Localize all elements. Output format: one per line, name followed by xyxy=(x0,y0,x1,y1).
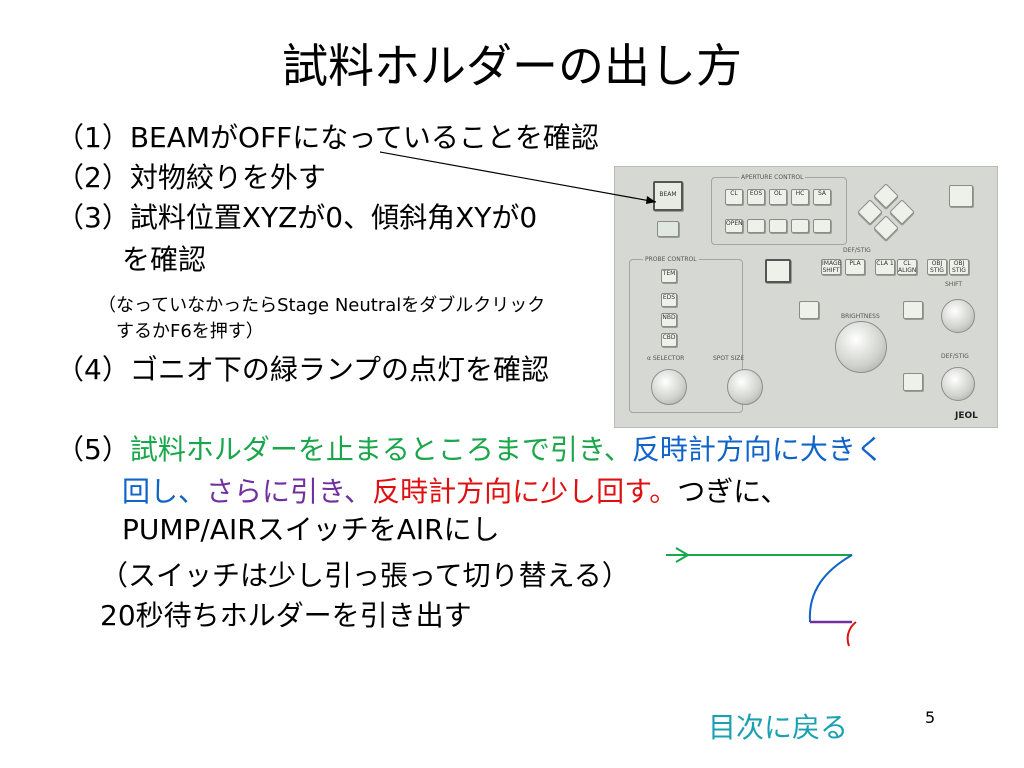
aperture-btn-cl: CL xyxy=(725,189,743,205)
aperture-btn-3 xyxy=(791,219,809,233)
step-5-line-2: 回し、さらに引き、反時計方向に少し回す。つぎに、 xyxy=(122,474,788,510)
def-stig-button xyxy=(903,373,923,391)
brightness-label: BRIGHTNESS xyxy=(841,313,880,320)
pull-arrow-head xyxy=(675,547,690,563)
beam-button: BEAM xyxy=(653,181,683,211)
step-5-red-text: 反時計方向に少し回す。 xyxy=(372,475,678,508)
step-5-line-3: PUMP/AIRスイッチをAIRにし xyxy=(122,513,500,546)
def-stig-label-2: DEF/STIG xyxy=(941,353,969,360)
shift-knob xyxy=(941,299,975,333)
step-5-blue-text-2: 回し、 xyxy=(122,475,207,508)
aperture-btn-eos: EOS xyxy=(747,189,765,205)
shift-button xyxy=(903,301,923,319)
brightness-knob xyxy=(835,321,887,373)
alpha-selector-label: α SELECTOR xyxy=(647,355,685,362)
probe-btn-eds: EDS xyxy=(661,293,677,307)
small-rotation-arc xyxy=(846,621,857,647)
def-stig-label: DEF/STIG xyxy=(843,247,871,254)
def-btn-obj-stig-2: OBJ STIG xyxy=(949,259,969,275)
shift-label: SHIFT xyxy=(945,281,963,288)
slide-title: 試料ホルダーの出し方 xyxy=(282,39,742,93)
def-btn-cl-align: CL ALIGN xyxy=(897,259,917,275)
aperture-btn-1 xyxy=(747,219,765,233)
panel-top-right-button xyxy=(949,185,973,207)
step-5-blue-text-1: 反時計方向に大きく xyxy=(631,433,884,466)
spot-size-knob xyxy=(727,369,763,405)
step-5-black-text-1: つぎに、 xyxy=(677,475,789,508)
page-number: 5 xyxy=(925,708,936,727)
brightness-button xyxy=(799,301,819,319)
probe-btn-cbd: CBD xyxy=(661,333,677,347)
indicator-lamp xyxy=(657,221,679,237)
step-5-line-4: （スイッチは少し引っ張って切り替える） xyxy=(100,559,630,592)
pointer-arrowhead xyxy=(646,196,656,204)
probe-btn-tem: TEM xyxy=(661,269,677,283)
aperture-btn-2 xyxy=(769,219,787,233)
step-2: （2）対物絞りを外す xyxy=(56,161,326,194)
aperture-btn-open: OPEN xyxy=(725,219,743,233)
probe-btn-nbd: NBD xyxy=(661,313,677,327)
step-3: （3）試料位置XYZが0、傾斜角XYが0 xyxy=(56,201,538,234)
aperture-btn-sa: SA xyxy=(813,189,831,205)
def-stig-knob xyxy=(941,367,975,401)
def-btn-image-shift: IMAGE SHIFT xyxy=(821,259,842,275)
probe-control-label: PROBE CONTROL xyxy=(643,256,699,263)
step-4: （4）ゴニオ下の緑ランプの点灯を確認 xyxy=(56,353,549,386)
step-3-note-1: （なっていなかったらStage Neutralをダブルクリック xyxy=(98,295,546,316)
spot-size-label: SPOT SIZE xyxy=(713,355,745,362)
step-5-purple-text: さらに引き、 xyxy=(206,475,373,508)
pointer-line xyxy=(379,151,657,203)
step-3-note-2: するかF6を押す） xyxy=(116,321,264,342)
step-5-line-5: 20秒待ちホルダーを引き出す xyxy=(100,599,472,632)
def-btn-cla1: CLA 1 xyxy=(875,259,895,275)
step-5-green-text: 試料ホルダーを止まるところまで引き、 xyxy=(129,433,632,466)
mode-button xyxy=(765,259,791,283)
step-5-prefix: （5） xyxy=(56,433,130,466)
step-5-line-1: （5）試料ホルダーを止まるところまで引き、反時計方向に大きく xyxy=(56,432,884,468)
large-rotation-arc xyxy=(808,554,853,623)
aperture-btn-hc: HC xyxy=(791,189,809,205)
step-3-cont: を確認 xyxy=(122,243,207,276)
def-btn-pla: PLA xyxy=(845,259,865,275)
control-panel-image: BEAM APERTURE CONTROL CL EOS OL HC SA OP… xyxy=(614,166,998,428)
alpha-selector-knob xyxy=(651,369,687,405)
step-1: （1）BEAMがOFFになっていることを確認 xyxy=(56,121,599,154)
def-btn-obj-stig-1: OBJ STIG xyxy=(927,259,947,275)
jeol-logo: JEOL xyxy=(955,411,978,421)
back-to-contents-link[interactable]: 目次に戻る xyxy=(708,711,849,744)
aperture-btn-4 xyxy=(813,219,831,233)
aperture-btn-ol: OL xyxy=(769,189,787,205)
aperture-control-label: APERTURE CONTROL xyxy=(739,174,806,181)
